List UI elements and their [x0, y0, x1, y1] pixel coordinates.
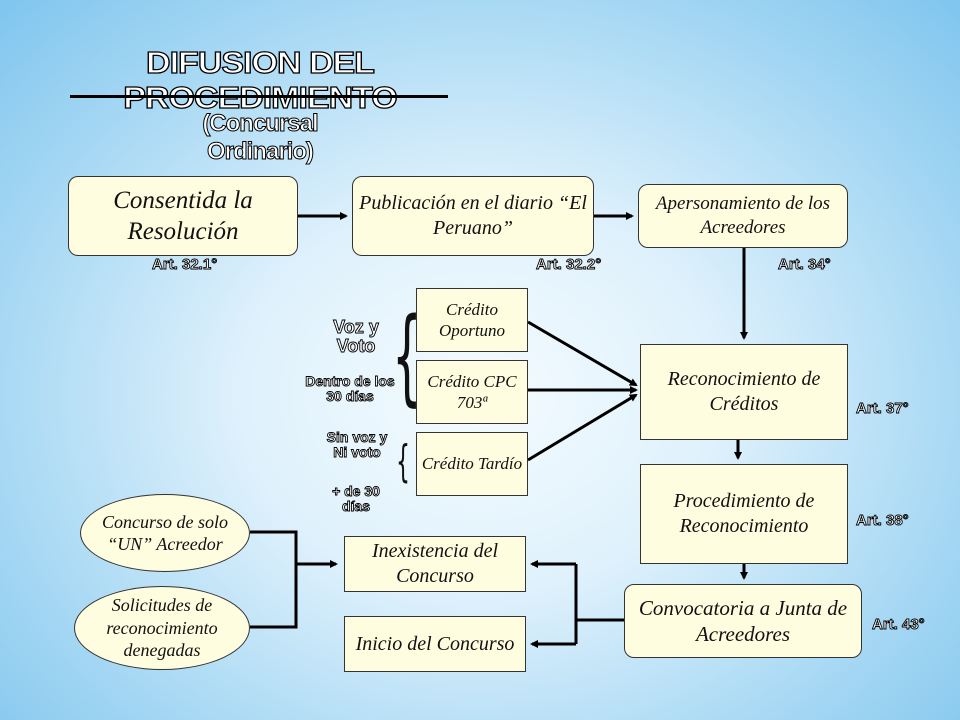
- diagram-title: DIFUSION DEL PROCEDIMIENTO: [123, 45, 399, 116]
- box-credito-oportuno: Crédito Oportuno: [416, 288, 528, 352]
- brace-voz-voto-icon: {: [392, 295, 422, 417]
- box-procedimiento: Procedimiento de Reconocimiento: [640, 464, 848, 564]
- art-43: Art. 43°: [872, 616, 926, 634]
- note-sin-voz: Sin voz y Ni voto: [326, 429, 388, 460]
- note-dentro-30: Dentro de los 30 días: [305, 373, 395, 404]
- oval-solicitudes: Solicitudes de reconocimiento denegadas: [74, 586, 250, 670]
- box-inicio: Inicio del Concurso: [344, 616, 526, 672]
- note-mas-30: + de 30 días: [332, 483, 381, 514]
- arrow-tardio-reconocimiento: [527, 393, 638, 462]
- art-34: Art. 34°: [778, 256, 832, 274]
- art-32-1: Art. 32.1°: [152, 256, 218, 274]
- art-38: Art. 38°: [856, 512, 910, 530]
- arrow-oportuno-reconocimiento: [527, 320, 638, 387]
- art-37: Art. 37°: [856, 400, 910, 418]
- box-publicacion: Publicación en el diario “El Peruano”: [352, 176, 594, 256]
- box-reconocimiento: Reconocimiento de Créditos: [640, 344, 848, 440]
- box-inexistencia: Inexistencia del Concurso: [344, 536, 526, 592]
- box-consentida: Consentida la Resolución: [68, 176, 298, 256]
- note-voz-voto: Voz y Voto: [333, 317, 380, 356]
- box-credito-cpc: Crédito CPC 703ª: [416, 360, 528, 424]
- diagram-subtitle: (Concursal Ordinario): [202, 110, 319, 166]
- box-credito-tardio: Crédito Tardío: [416, 432, 528, 496]
- art-32-2: Art. 32.2°: [536, 256, 602, 274]
- box-convocatoria: Convocatoria a Junta de Acreedores: [624, 584, 862, 658]
- oval-concurso-un: Concurso de solo “UN” Acreedor: [80, 494, 250, 572]
- box-apersonamiento: Apersonamiento de los Acreedores: [638, 184, 848, 248]
- brace-sin-voz-icon: {: [396, 436, 410, 487]
- bracket-ovals: [250, 530, 298, 629]
- title-underline: [70, 95, 448, 98]
